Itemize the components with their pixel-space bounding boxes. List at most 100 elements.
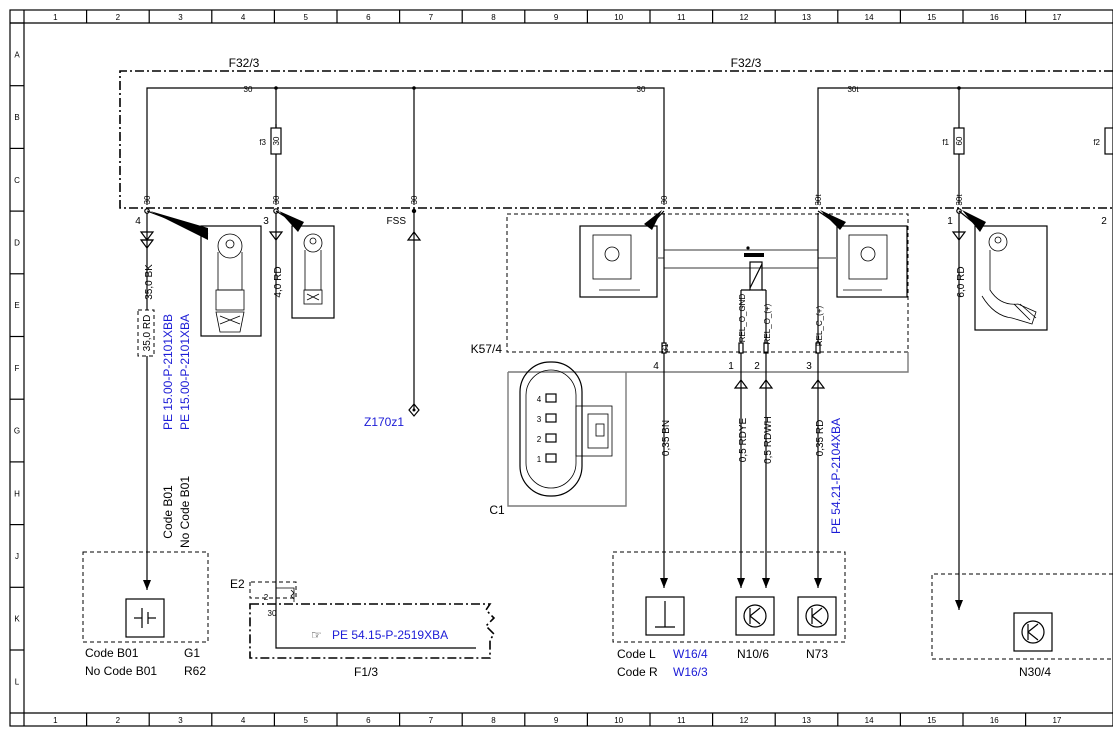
grid-col-label: 6 — [366, 13, 371, 22]
grid-row-label: D — [14, 238, 20, 247]
fss-label: FSS — [387, 216, 407, 227]
r62-label: R62 — [184, 664, 206, 678]
wire-group-b01: 4 35,0 BK 35,0 RD PE 15.00-P-2101XBB PE … — [135, 208, 192, 590]
component-e2-f1-3: E2 2 30 ☞ PE 54.15-P-2519XBA F1/3 — [230, 577, 496, 679]
connector-c1: 4 3 2 1 C1 — [489, 352, 909, 517]
code-r-label: Code R — [617, 665, 658, 679]
page-ref-pe15-xba[interactable]: PE 15.00-P-2101XBA — [178, 314, 192, 430]
grid-col-label: 4 — [241, 13, 246, 22]
fss-ground: FSS Z170z1 — [364, 208, 422, 429]
c1-pin-1: 1 — [537, 455, 542, 464]
wire-40rd: 4,0 RD — [273, 266, 284, 297]
drop-label-30-a: 30 — [143, 195, 152, 204]
grid-col-label: 7 — [429, 716, 434, 725]
grid-frame — [9, 9, 1113, 727]
component-n30-4: N30/4 — [931, 573, 1113, 679]
fuse-f1-label: f1 — [942, 138, 949, 147]
ring-terminal-1-icon — [146, 210, 262, 337]
e2-pin-2: 2 — [264, 593, 269, 602]
drop-label-30t-b: 30t — [955, 194, 964, 206]
fuse-f1-rating: 60 — [955, 136, 964, 145]
page-ref-pe15-xbb[interactable]: PE 15.00-P-2101XBB — [161, 314, 175, 430]
f1-3-pin-30: 30 — [268, 609, 277, 618]
bus-label-30-left: 30 — [244, 85, 253, 94]
page-ref-pe54-21[interactable]: PE 54.21-P-2104XBA — [829, 418, 843, 534]
w16-3-ref[interactable]: W16/3 — [673, 665, 708, 679]
wires-k57-outputs: 4 1 2 3 0,35 BN 0,5 RDYE 0,5 RDWH 0,35 R… — [653, 353, 843, 588]
wire-group-e2: 3 4,0 RD — [263, 208, 335, 600]
grid-col-label: 4 — [241, 716, 246, 725]
pin-2-right: 2 — [1101, 216, 1107, 227]
fuse-box-label-right: F32/3 — [731, 56, 762, 70]
relay-pin-rel-c: REL_C_(+) — [815, 306, 824, 347]
grid-col-label: 9 — [554, 13, 559, 22]
column-ticks: 1122334455667788991010111112121313141415… — [23, 10, 1062, 726]
code-l-label: Code L — [617, 647, 656, 661]
wire-350bk: 35,0 BK — [144, 264, 155, 300]
k57-4-label: K57/4 — [471, 342, 503, 356]
grid-col-label: 2 — [116, 716, 121, 725]
grid-row-label: J — [15, 552, 19, 561]
fuse-f3-label: f3 — [259, 138, 266, 147]
c1-label: C1 — [489, 503, 505, 517]
fuse-f2-partial: f2 — [1093, 127, 1113, 155]
grid-col-label: 5 — [303, 716, 308, 725]
component-g1-r62: Code B01 G1 No Code B01 R62 — [82, 551, 209, 678]
wire-group-n30-4: 1 2 6,0 RD — [947, 208, 1107, 610]
hand-pointer-icon[interactable]: ☞ — [311, 628, 322, 642]
grid-col-label: 15 — [927, 716, 936, 725]
grid-row-label: A — [14, 50, 20, 59]
bus-wiring — [146, 86, 1113, 205]
c1-pin-2: 2 — [537, 435, 542, 444]
pin-3-c1: 3 — [806, 361, 812, 372]
grid-row-label: G — [14, 427, 20, 436]
fuse-f1: f1 60 — [942, 127, 965, 155]
n73-label: N73 — [806, 647, 828, 661]
grid-col-label: 9 — [554, 716, 559, 725]
c1-pin-4: 4 — [537, 395, 542, 404]
grid-row-label: L — [15, 677, 20, 686]
fuse-box-f32-3: F32/3 F32/3 — [119, 56, 1113, 209]
n30-4-label: N30/4 — [1019, 665, 1051, 679]
grid-col-label: 3 — [178, 13, 183, 22]
grid-col-label: 5 — [303, 13, 308, 22]
grid-row-label: E — [14, 301, 19, 310]
pin-2-c1: 2 — [754, 361, 760, 372]
w16-4-ref[interactable]: W16/4 — [673, 647, 708, 661]
drop-label-30-d: 30 — [660, 195, 669, 204]
grid-col-label: 14 — [865, 13, 874, 22]
grid-col-label: 6 — [366, 716, 371, 725]
grid-col-label: 8 — [491, 716, 496, 725]
grid-col-label: 11 — [677, 716, 686, 725]
fuse-box-label-left: F32/3 — [229, 56, 260, 70]
grid-col-label: 12 — [739, 13, 748, 22]
grid-col-label: 17 — [1052, 13, 1061, 22]
g1-label: G1 — [184, 646, 200, 660]
c1-pin-3: 3 — [537, 415, 542, 424]
page-ref-pe54-15[interactable]: PE 54.15-P-2519XBA — [332, 628, 448, 642]
grid-col-label: 11 — [677, 13, 686, 22]
relay-pin-rel-o: REL_O_(+) — [763, 303, 772, 344]
n10-6-label: N10/6 — [737, 647, 769, 661]
code-b01-label: Code B01 — [85, 646, 139, 660]
grid-row-label: H — [14, 489, 20, 498]
grid-col-label: 16 — [990, 716, 999, 725]
e2-label: E2 — [230, 577, 245, 591]
grid-col-label: 12 — [739, 716, 748, 725]
fuse-f3: f3 30 — [259, 124, 282, 155]
drop-label-30-c: 30 — [410, 195, 419, 204]
pin-4-c1: 4 — [653, 361, 659, 372]
z170z1-ref[interactable]: Z170z1 — [364, 415, 404, 429]
grid-col-label: 14 — [865, 716, 874, 725]
drop-label-30-b: 30 — [272, 195, 281, 204]
grid-col-label: 1 — [53, 716, 58, 725]
wire-035bn: 0,35 BN — [661, 420, 672, 456]
grid-row-label: C — [14, 176, 20, 185]
pin-1-c1: 1 — [728, 361, 734, 372]
wire-05rdye: 0,5 RDYE — [738, 417, 749, 462]
pin-1-right: 1 — [947, 216, 953, 227]
grid-col-label: 13 — [802, 13, 811, 22]
bus-label-30t: 30t — [847, 85, 859, 94]
